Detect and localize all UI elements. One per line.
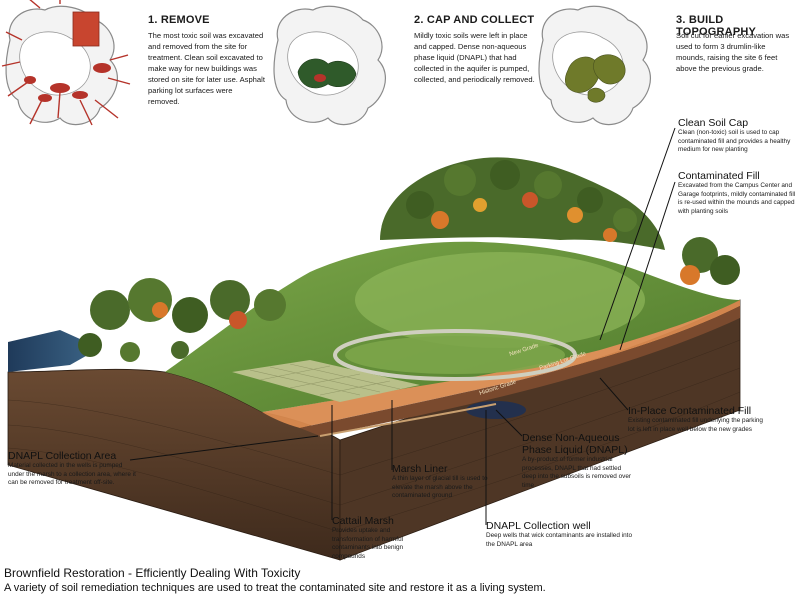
- left-trees: [78, 278, 286, 362]
- leader-lines: [129, 127, 676, 525]
- callout-collection-well: DNAPL Collection well Deep wells that wi…: [486, 520, 636, 549]
- cattail-marsh-title: Cattail Marsh: [332, 515, 394, 527]
- excavation-spot: [50, 83, 70, 93]
- callout-contaminated-fill: Contaminated Fill Excavated from the Cam…: [678, 170, 796, 216]
- step-3-title: 3. BUILD TOPOGRAPHY: [676, 14, 757, 38]
- plan-build-topography: [538, 5, 652, 126]
- step-2-body: Mildly toxic soils were left in place an…: [414, 31, 535, 84]
- callout-marsh-liner: Marsh Liner A thin layer of glacial till…: [392, 463, 488, 501]
- marsh-liner-body: A thin layer of glacial till is used to …: [392, 475, 488, 500]
- callout-in-place-fill: In-Place Contaminated Fill Existing cont…: [628, 405, 768, 434]
- marsh-liner-title: Marsh Liner: [392, 463, 448, 475]
- callout-collection-area: DNAPL Collection Area Material collected…: [8, 450, 136, 488]
- callout-cattail-marsh: Cattail Marsh Provides uptake and transf…: [332, 515, 414, 561]
- forest-canopy: [380, 157, 665, 250]
- cattail-marsh-body: Provides uptake and transformation of ha…: [332, 527, 404, 560]
- step-3-body: Soil cut for earlier excavation was used…: [676, 31, 790, 73]
- step-1-title: 1. REMOVE: [148, 14, 210, 26]
- step-2-title: 2. CAP AND COLLECT: [414, 14, 535, 26]
- collection-area-body: Material collected in the wells is pumpe…: [8, 462, 136, 487]
- excavation-block: [72, 11, 100, 47]
- caption-title: Brownfield Restoration - Efficiently Dea…: [4, 566, 301, 580]
- loop-path: [333, 329, 577, 381]
- contaminated-fill-layer: [300, 306, 740, 436]
- plan-cap-collect: [273, 5, 387, 126]
- collection-area-title: DNAPL Collection Area: [8, 450, 117, 462]
- contaminated-fill-title: Contaminated Fill: [678, 170, 760, 182]
- contaminated-fill-body: Excavated from the Campus Center and Gar…: [678, 182, 796, 215]
- collection-well-body: Deep wells that wick contaminants are in…: [486, 532, 632, 548]
- callout-clean-soil-cap: Clean Soil Cap Clean (non-toxic) soil is…: [678, 117, 796, 155]
- collection-pipe: [319, 403, 497, 437]
- clean-soil-cap-title: Clean Soil Cap: [678, 117, 749, 129]
- clean-soil-cap-layer: [262, 300, 740, 428]
- step-1-body: The most toxic soil was excavated and re…: [148, 31, 265, 106]
- water-body: [8, 330, 100, 372]
- in-place-fill-title: In-Place Contaminated Fill: [628, 405, 752, 417]
- clean-soil-cap-body: Clean (non-toxic) soil is used to cap co…: [678, 129, 791, 154]
- dnapl-body: A by-product of former industrial proces…: [522, 456, 632, 489]
- caption-subtitle: A variety of soil remediation techniques…: [4, 582, 546, 594]
- capped-area: [297, 58, 357, 89]
- callout-dnapl: Dense Non-Aqueous Phase Liquid (DNAPL) A…: [522, 432, 634, 490]
- in-place-fill-body: Existing contaminated fill underlying th…: [628, 417, 763, 433]
- right-trees: [680, 237, 740, 285]
- collection-well-title: DNAPL Collection well: [486, 520, 591, 532]
- lawn-oval: [355, 252, 645, 348]
- plan-remove: [1, 0, 131, 126]
- mound: [564, 56, 600, 93]
- dnapl-title: Dense Non-Aqueous Phase Liquid (DNAPL): [522, 432, 628, 456]
- dnapl-spot: [314, 74, 326, 82]
